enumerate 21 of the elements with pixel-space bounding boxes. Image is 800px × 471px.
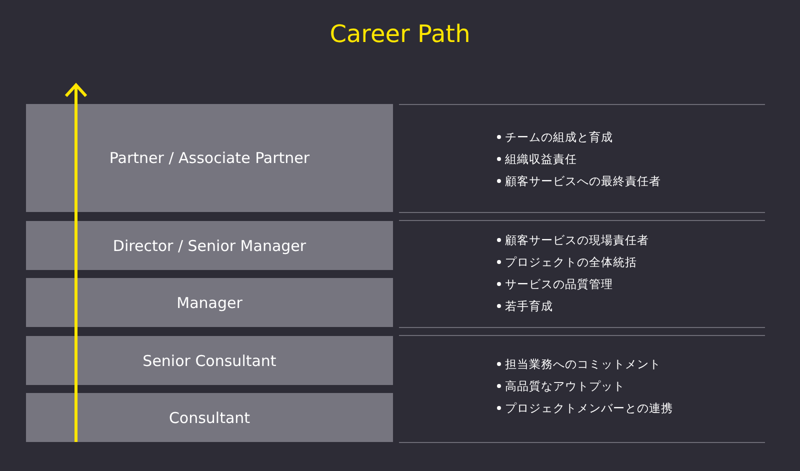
level-box (26, 104, 393, 212)
level-label: Director / Senior Manager (112, 236, 306, 254)
bullet-item: 担当業務へのコミットメント (497, 357, 661, 371)
bullet-item: プロジェクトの全体統括 (497, 255, 637, 269)
level-label: Partner / Associate Partner (109, 149, 310, 167)
bullet-item: 顧客サービスへの最終責任者 (497, 174, 661, 188)
level-box (26, 278, 393, 327)
bullet-item: サービスの品質管理 (497, 277, 613, 291)
level-box (26, 393, 393, 442)
bullet-item: チームの組成と育成 (497, 130, 613, 144)
title: Career Path (328, 20, 472, 48)
level-label: Manager (176, 294, 242, 312)
bullet-item: 組織収益責任 (497, 152, 577, 166)
level-box (26, 221, 393, 270)
level-label: Consultant (168, 408, 250, 426)
bullet-item: 若手育成 (497, 299, 553, 313)
bullet-item: 顧客サービスの現場責任者 (497, 233, 649, 247)
bullet-item: 高品質なアウトプット (497, 379, 625, 393)
level-box (26, 336, 393, 385)
level-label: Senior Consultant (142, 352, 276, 370)
bullet-item: プロジェクトメンバーとの連携 (497, 401, 673, 415)
